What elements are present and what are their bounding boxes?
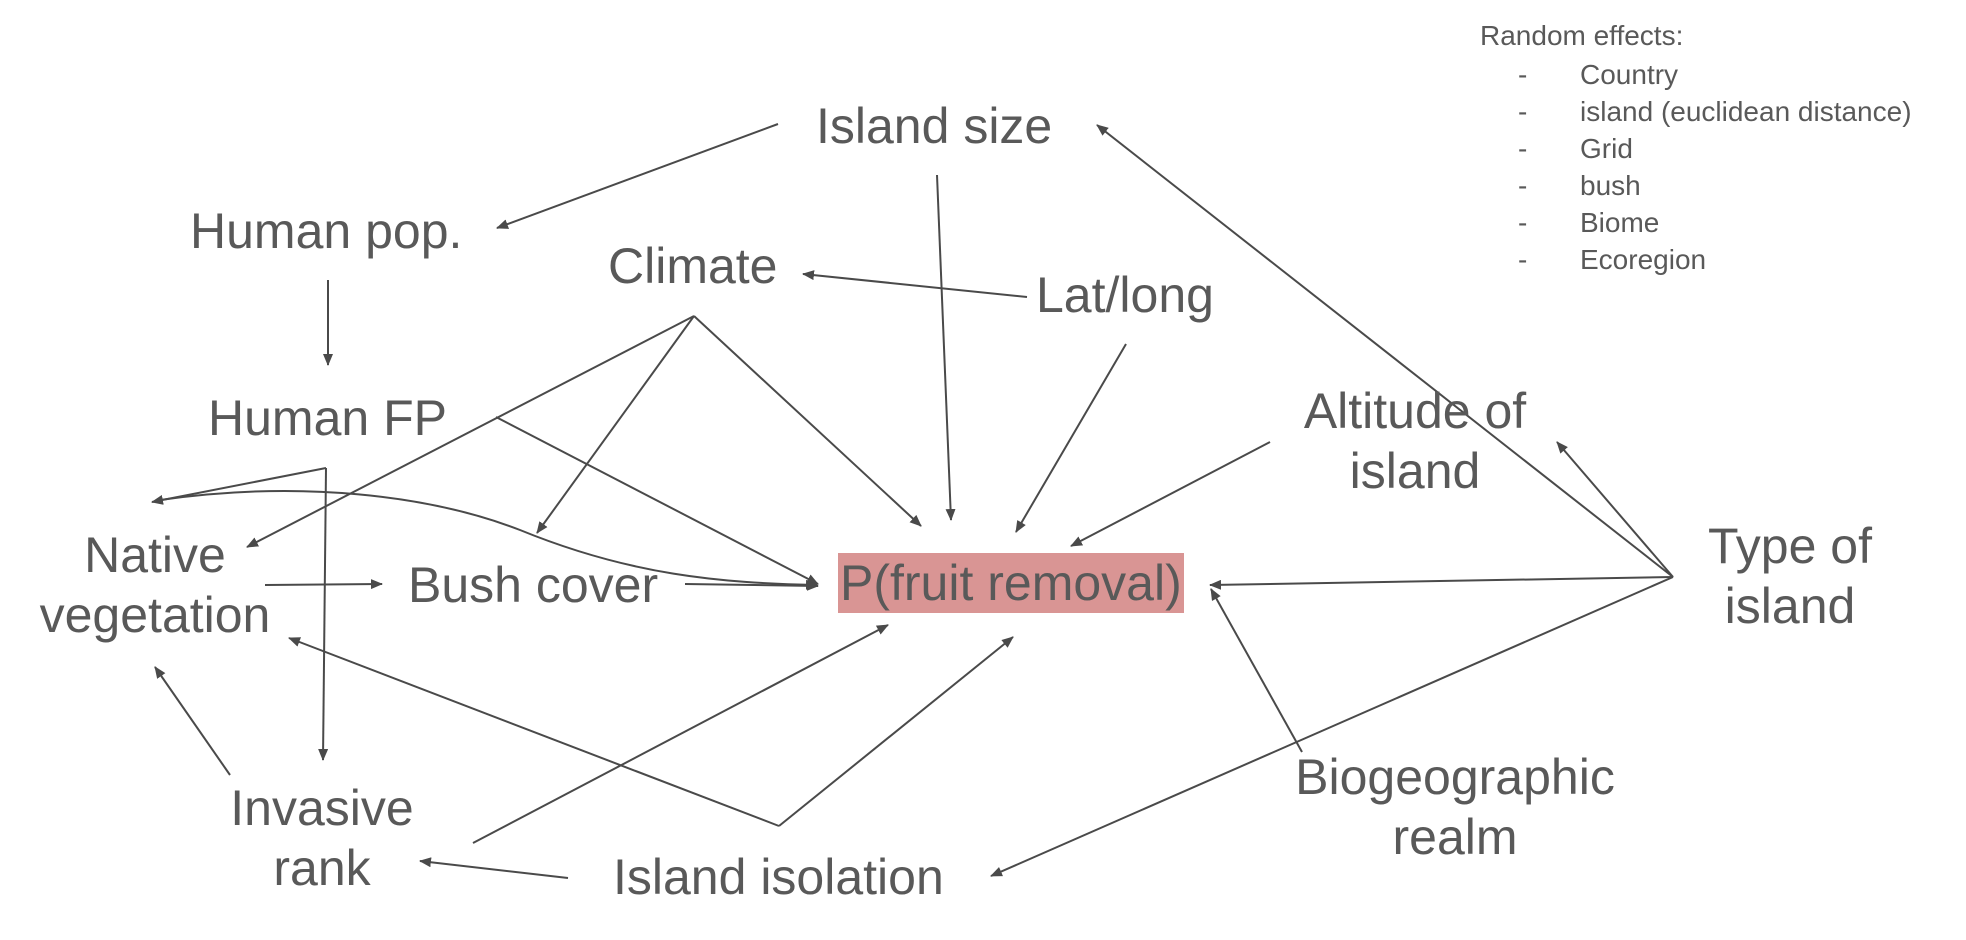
edge-biogeo-to-fruit-removal [1210, 588, 1303, 753]
edge-native-vegetation-to-fruit-removal [159, 490, 818, 590]
random-effects-title: Random effects: [1480, 20, 1684, 51]
edge-human-fp-to-fruit-removal [495, 416, 819, 585]
edge-isolation-to-native-vegetation [288, 637, 780, 827]
edge-native-vegetation-to-bush-cover [264, 579, 383, 590]
random-effect-item: -Biome [1518, 207, 1660, 238]
random-effect-item: -Country [1518, 59, 1679, 90]
node-native-line1: Native [84, 527, 226, 583]
node-invasive-rank: Invasive rank [212, 778, 432, 898]
edge-isolation-to-invasive-rank [419, 857, 569, 879]
node-native-vegetation: Native vegetation [30, 525, 280, 645]
node-invasive-line1: Invasive [230, 780, 414, 836]
edge-human-fp-to-invasive-rank [318, 467, 329, 761]
node-island-isolation: Island isolation [613, 849, 944, 905]
node-human-fp: Human FP [208, 390, 447, 446]
random-effect-item: -island (euclidean distance) [1518, 96, 1912, 127]
edge-island-size-to-human-pop [496, 123, 779, 229]
node-type-line1: Type of [1708, 518, 1872, 574]
edge-invasive-to-fruit-removal [472, 624, 889, 844]
node-biogeo-line2: realm [1392, 809, 1518, 865]
node-type-of-island: Type of island [1680, 516, 1900, 636]
node-human-pop: Human pop. [190, 203, 463, 259]
edge-type-to-island-isolation [990, 576, 1674, 877]
node-lat-long: Lat/long [1036, 267, 1214, 323]
node-bush-cover: Bush cover [408, 557, 659, 613]
node-biogeo-line1: Biogeographic [1295, 749, 1615, 805]
node-altitude-of-island: Altitude of island [1280, 381, 1550, 501]
edge-type-to-fruit-removal [1209, 576, 1674, 590]
edge-bush-cover-to-fruit-removal [684, 580, 819, 591]
node-biogeographic-realm: Biogeographic realm [1285, 747, 1625, 867]
edge-climate-to-native-vegetation [246, 315, 695, 548]
node-altitude-line1: Altitude of [1303, 383, 1527, 439]
edge-climate-to-fruit-removal [693, 315, 922, 527]
node-island-size: Island size [816, 98, 1053, 154]
node-altitude-line2: island [1349, 443, 1481, 499]
random-effect-item: -Grid [1518, 133, 1633, 164]
random-effect-item: -bush [1518, 170, 1641, 201]
edge-type-to-island-size [1096, 124, 1674, 578]
edge-invasive-to-native-vegetation [154, 666, 231, 776]
random-effects-list: -Country -island (euclidean distance) -G… [1480, 56, 1912, 278]
node-native-line2: vegetation [39, 587, 271, 643]
node-type-line2: island [1724, 578, 1856, 634]
node-p-fruit-removal: P(fruit removal) [838, 553, 1184, 613]
edge-type-to-altitude [1556, 441, 1674, 578]
edge-climate-to-bush-cover [536, 315, 695, 534]
edge-lat-long-to-climate [802, 270, 1028, 298]
edge-island-size-to-fruit-removal [936, 174, 956, 521]
edge-altitude-to-fruit-removal [1070, 441, 1271, 547]
edge-isolation-to-fruit-removal [778, 636, 1014, 827]
node-invasive-line2: rank [273, 840, 371, 896]
random-effect-item: -Ecoregion [1518, 244, 1707, 275]
edge-lat-long-to-fruit-removal [1015, 343, 1127, 533]
node-climate: Climate [608, 238, 778, 294]
